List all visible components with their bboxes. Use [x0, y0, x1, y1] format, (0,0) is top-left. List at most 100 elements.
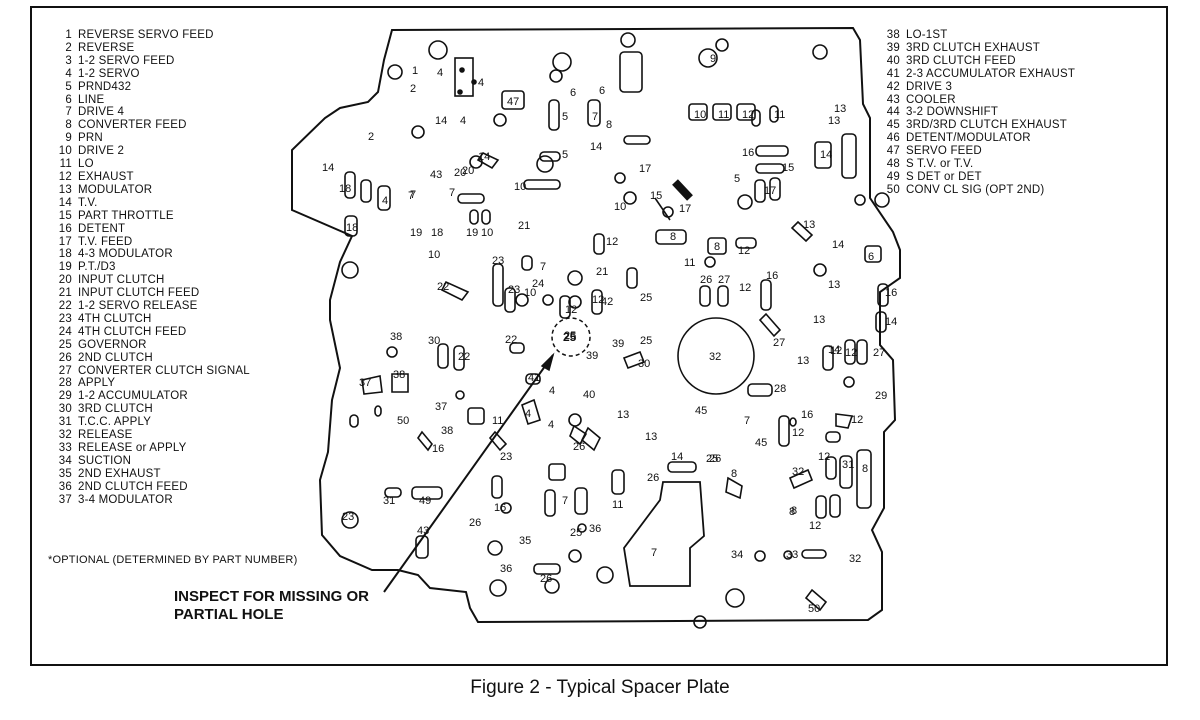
plate-slot: [548, 99, 560, 131]
plate-slot: [457, 193, 485, 204]
plate-slot: [839, 455, 853, 489]
legend-number: 41: [886, 67, 900, 80]
plate-slot: [361, 375, 383, 395]
plate-port-number: 28: [774, 383, 786, 395]
legend-label: DETENT: [78, 222, 126, 235]
plate-port-number: 16: [801, 409, 813, 421]
plate-port-number: 5: [562, 149, 568, 161]
plate-port-number: 19: [466, 227, 478, 239]
plate-port-number: 50: [397, 415, 409, 427]
plate-hole: [843, 376, 855, 388]
plate-port-number: 49: [419, 495, 431, 507]
inspect-hole-dashed-circle: [551, 317, 591, 357]
plate-port: [736, 103, 756, 121]
plate-port-number: 12: [792, 427, 804, 439]
legend-number: 32: [58, 429, 72, 442]
plate-slot: [492, 263, 504, 307]
plate-port-number: 7: [449, 187, 455, 199]
legend-label: SERVO FEED: [906, 145, 982, 158]
plate-slot: [476, 151, 500, 170]
plate-port-number: 14: [435, 115, 447, 127]
plate-port-number: 2: [410, 83, 416, 95]
plate-port: [548, 463, 566, 481]
plate-hole: [596, 566, 614, 584]
plate-slot: [769, 105, 779, 123]
plate-hole: [411, 125, 425, 139]
legend-number: 45: [886, 119, 900, 132]
plate-port-number: 12: [738, 245, 750, 257]
plate-port-number: 4: [382, 195, 388, 207]
plate-port: [712, 103, 732, 121]
plate-hole: [725, 588, 745, 608]
plate-slot: [539, 151, 561, 162]
plate-port-number: 13: [617, 409, 629, 421]
legend-number: 27: [58, 364, 72, 377]
legend-label: DETENT/MODULATOR: [906, 132, 1031, 145]
legend-label: CONV CL SIG (OPT 2ND): [906, 183, 1045, 196]
plate-port-number: 6: [599, 85, 605, 97]
plate-port-number: 31: [383, 495, 395, 507]
plate-slot: [778, 415, 790, 447]
legend-label: RELEASE or APPLY: [78, 442, 187, 454]
plate-port-number: 30: [638, 358, 650, 370]
figure-caption: Figure 2 - Typical Spacer Plate: [470, 677, 730, 698]
plate-hole: [544, 578, 560, 594]
plate-port-number: 16: [494, 502, 506, 514]
legend-label: 2ND CLUTCH FEED: [78, 480, 188, 493]
plate-port-number: 22: [458, 351, 470, 363]
plate-port: [688, 103, 708, 121]
plate-port-number: 8: [862, 463, 868, 475]
plate-hole: [341, 261, 359, 279]
plate-port-number: 4: [525, 408, 531, 420]
legend-item: 46 DETENT/MODULATOR: [878, 132, 1075, 145]
plate-slot: [569, 424, 588, 446]
plate-slot: [344, 215, 358, 237]
legend-label: 4TH CLUTCH: [78, 312, 152, 325]
legend-label: DRIVE 3: [906, 80, 953, 93]
plate-port-number: 8: [714, 241, 720, 253]
plate-hole: [471, 79, 477, 85]
plate-hole: [459, 67, 465, 73]
plate-slot: [801, 549, 827, 559]
plate-port-number: 10: [524, 287, 536, 299]
plate-port-number: 13: [797, 355, 809, 367]
suction-cavity: [623, 481, 705, 587]
plate-slot: [587, 99, 601, 127]
plate-hole: [457, 89, 463, 95]
plate-port-number: 8: [670, 231, 676, 243]
legend-label: S T.V. or T.V.: [906, 158, 974, 171]
legend-label: 1-2 SERVO: [78, 67, 140, 80]
plate-slot: [769, 177, 781, 201]
plate-port-number: 12: [739, 282, 751, 294]
plate-port-number: 15: [650, 190, 662, 202]
plate-port-number: 8: [791, 505, 797, 517]
plate-hole: [614, 172, 626, 184]
legend-label: PRND432: [78, 80, 132, 93]
callout-line-2: PARTIAL HOLE: [174, 606, 284, 623]
plate-slot: [655, 229, 687, 245]
legend-number: 39: [886, 41, 900, 54]
legend-number: 46: [886, 132, 900, 145]
plate-port-number: 18: [346, 222, 358, 234]
plate-port-number: 23: [492, 255, 504, 267]
plate-port-number: 26: [700, 274, 712, 286]
servo-bracket: [454, 57, 474, 97]
plate-slot: [856, 339, 868, 365]
legend-number: 12: [58, 170, 72, 183]
plate-port-number: 23: [508, 284, 520, 296]
callout-line-1: INSPECT FOR MISSING OR: [174, 588, 370, 605]
plate-port-number: 26: [573, 441, 585, 453]
figure-frame: [30, 6, 1168, 666]
plate-slot: [856, 449, 872, 509]
